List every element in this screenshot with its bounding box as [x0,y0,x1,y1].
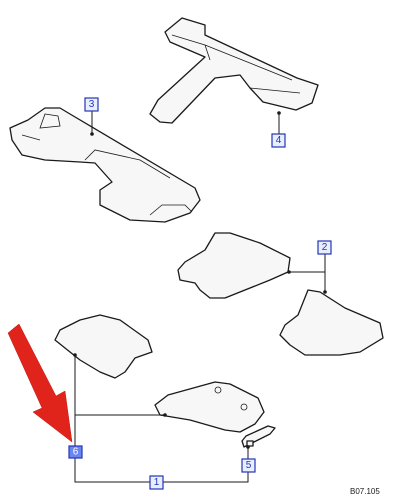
callout-4: 4 [271,133,286,148]
callout-2-label: 2 [322,242,328,253]
front-mat-lower-part [279,289,384,356]
callout-6: 6 [68,445,83,459]
callout-6-label: 6 [73,447,79,458]
callout-4-label: 4 [276,135,282,146]
tunnel-mat-part [149,17,319,124]
callout-3-label: 3 [89,99,95,110]
callout-5-label: 5 [246,460,252,471]
callout-1: 1 [149,475,164,490]
rear-mat-part [9,107,201,223]
callout-1-label: 1 [154,477,160,488]
callout-5: 5 [241,458,256,473]
leader-lines [73,111,327,483]
callout-3: 3 [84,97,99,112]
right-mat-part [154,381,265,433]
red-pointer-arrow-icon [7,323,73,443]
callout-2: 2 [317,240,332,255]
diagram-reference: B07.105 [350,487,380,496]
front-mat-upper-part [177,232,291,299]
clip-part [241,425,276,448]
left-front-mat-part [54,314,153,379]
